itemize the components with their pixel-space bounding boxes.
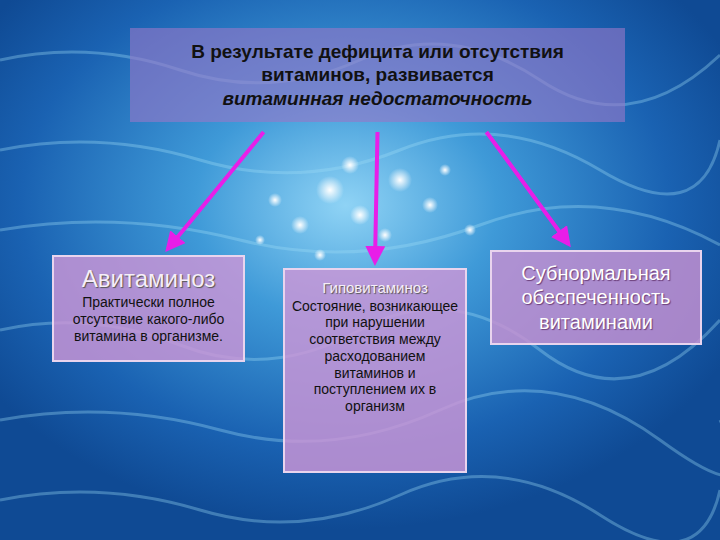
- category-box: Субнормальная обеспеченность витаминами: [490, 250, 702, 345]
- definition-text: Состояние, возникающее при нарушении соо…: [291, 298, 459, 416]
- arrow-connector: [375, 132, 378, 262]
- definition-box: АвитаминозПрактически полное отсутствие …: [52, 255, 245, 362]
- term-heading: Авитаминоз: [60, 263, 237, 294]
- cause-text: В результате дефицита или отсутствия вит…: [140, 40, 615, 86]
- arrow-connector: [486, 132, 568, 244]
- result-text: витаминная недостаточность: [140, 87, 615, 110]
- cause-box: В результате дефицита или отсутствия вит…: [130, 28, 625, 122]
- term-heading: Гиповитаминоз: [291, 278, 459, 298]
- arrow-connector: [168, 132, 264, 249]
- term-heading: Субнормальная обеспеченность витаминами: [498, 261, 694, 334]
- definition-text: Практически полное отсутствие какого-либ…: [60, 294, 237, 344]
- definition-box: ГиповитаминозСостояние, возникающее при …: [283, 268, 467, 473]
